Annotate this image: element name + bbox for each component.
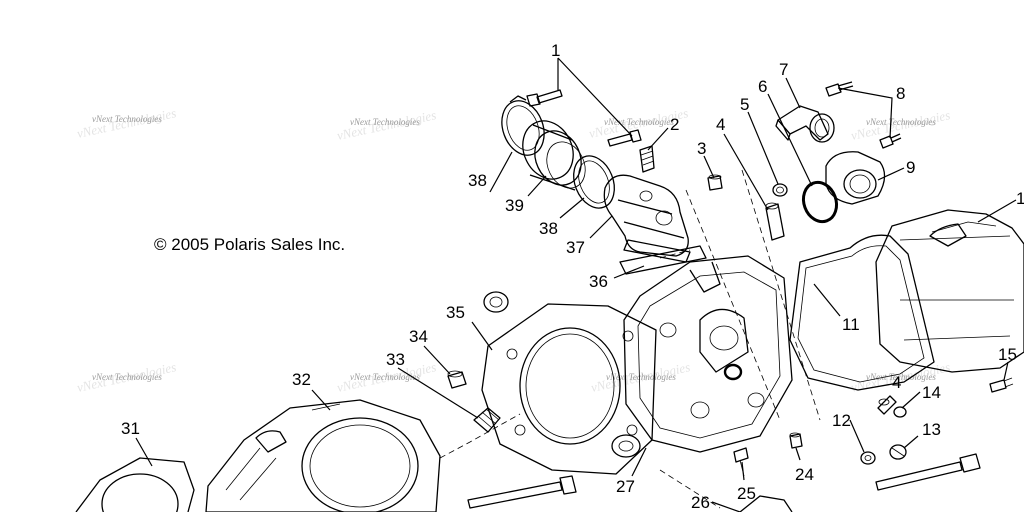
part-26-fitting [739,495,793,512]
callout-33: 33 [386,350,405,369]
part-24-pin [789,432,803,449]
callout-7: 7 [779,60,788,79]
watermark: vNext Technologies [866,117,936,127]
callout-34: 34 [409,327,428,346]
part-15-bolt [989,377,1014,393]
callout-38-lower: 38 [539,219,558,238]
watermark: vNext Technologies [606,372,676,382]
part-13-plug [889,444,907,460]
part-14-seal [893,406,907,418]
part-7-elbow [775,105,835,143]
part-8-bolt [825,81,902,149]
callout-13: 13 [922,420,941,439]
part-31-base-gasket [75,457,195,512]
callout-6: 6 [758,77,767,96]
callout-26: 26 [691,493,710,512]
callout-12: 12 [832,411,851,430]
part-5-seal [772,183,788,197]
watermark: vNext Technologies [866,372,936,382]
callout-labels: 1 2 3 4 5 6 7 8 9 1 11 12 13 4 14 15 24 … [121,41,1024,512]
part-1-bolt [526,89,563,107]
watermark: vNext Technologies [92,114,162,124]
callout-24: 24 [795,465,814,484]
callout-27: 27 [616,477,635,496]
callout-2: 2 [670,115,679,134]
callout-32: 32 [292,370,311,389]
callout-4-lower: 4 [892,373,901,392]
part-27-seal [611,434,641,458]
part-4-valve-guide-lower [877,395,897,415]
assembly-lines [439,169,821,509]
part-37-intake-manifold [603,174,691,263]
watermark: vNext Technologies [350,117,420,127]
callout-35: 35 [446,303,465,322]
part-10-valve-cover [875,209,1024,373]
part-34-dowel [447,370,467,389]
cylinder-head [623,255,793,453]
watermark: vNext Technologies [92,372,162,382]
callout-38: 38 [468,171,487,190]
part-35-head-gasket [481,303,657,475]
leader-lines [135,57,1017,512]
callout-4: 4 [716,115,725,134]
part-32-cylinder [205,399,441,512]
part-head-bolt-right [875,453,981,491]
callout-36: 36 [589,272,608,291]
watermark: vNext Technologies [350,372,420,382]
callout-8: 8 [896,84,905,103]
watermark: vNext Technologies [604,117,674,127]
part-head-bolt [467,475,577,509]
part-6-o-ring [801,180,839,224]
callout-11: 11 [842,315,860,334]
callout-39: 39 [505,196,524,215]
part-25-bolt [733,447,749,477]
callout-1: 1 [551,41,560,60]
callout-10: 1 [1016,189,1024,208]
copyright-notice: © 2005 Polaris Sales Inc. [154,235,346,254]
callout-9: 9 [906,158,915,177]
callout-31: 31 [121,419,140,438]
part-4-valve-guide [765,202,785,241]
part-38-clamp-lower [573,155,615,209]
part-1-bolt-lower [607,129,642,147]
part-35-seal [483,291,509,313]
part-39-boot [522,120,586,191]
callout-5: 5 [740,95,749,114]
part-9-thermostat-housing [825,151,886,205]
callout-25: 25 [737,484,756,503]
part-36-gasket [619,245,707,275]
part-12-washer [860,451,876,465]
part-3-pin [707,174,723,191]
part-33-fitting [473,407,501,433]
callout-3: 3 [697,139,706,158]
callout-37: 37 [566,238,585,257]
callout-15: 15 [998,345,1017,364]
part-2-fitting [639,145,655,173]
part-11-cover-gasket [789,234,935,391]
callout-14: 14 [922,383,941,402]
